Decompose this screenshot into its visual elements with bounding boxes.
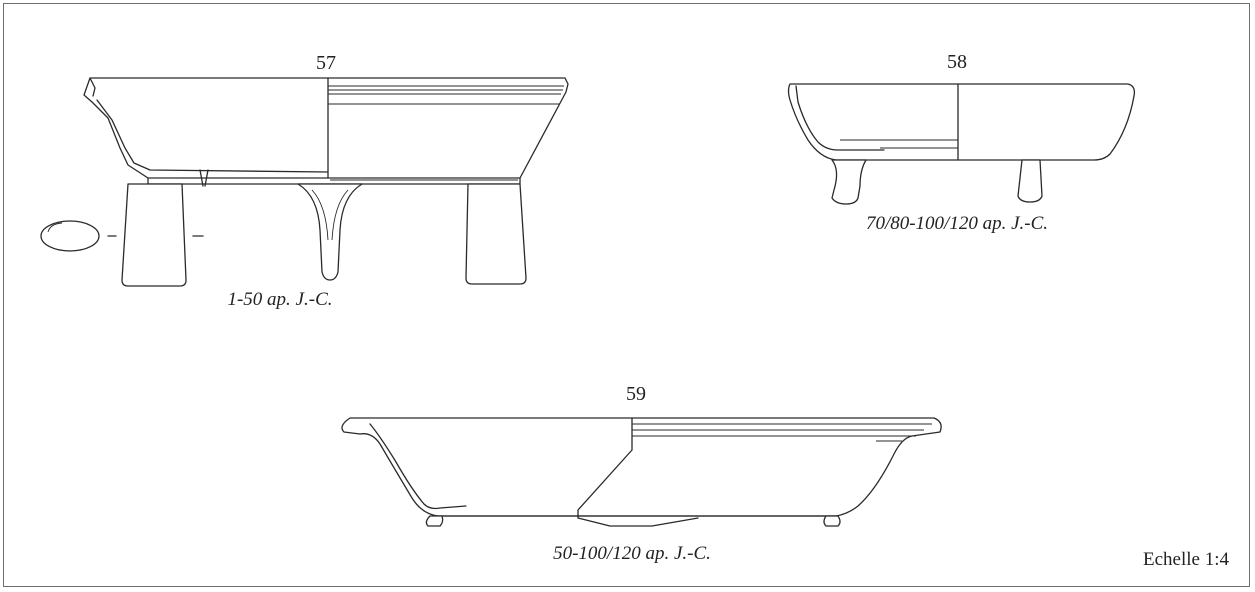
vessel-58-date: 70/80-100/120 ap. J.-C. [866,213,1048,234]
vessel-59-drawing [341,417,942,527]
vessel-57-drawing [40,77,569,287]
vessel-59-number: 59 [626,383,646,405]
vessel-58-number: 58 [947,51,967,73]
vessel-59-date: 50-100/120 ap. J.-C. [553,543,711,564]
scale-label: Echelle 1:4 [1143,549,1229,570]
vessel-57-number: 57 [316,52,336,74]
vessel-57-date: 1-50 ap. J.-C. [227,289,332,310]
vessel-58-drawing [787,83,1136,205]
figure-plate [3,3,1250,587]
